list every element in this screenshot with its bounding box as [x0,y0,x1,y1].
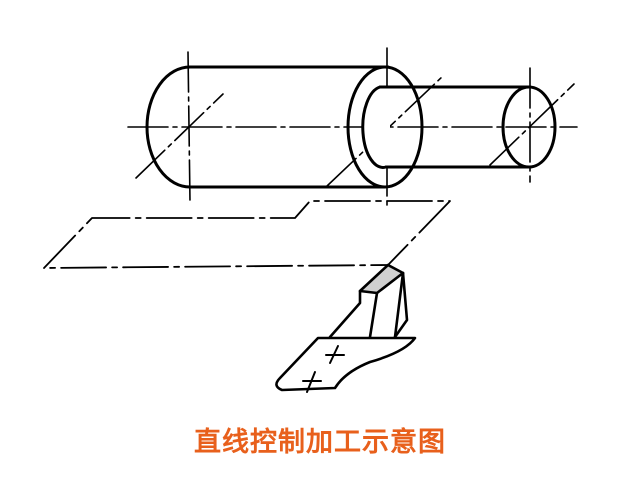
small-cylinder-left-arc [361,85,392,169]
small-cylinder [361,85,557,169]
large-cylinder [145,65,424,189]
diagonal-centerline-right [489,83,575,166]
tool-body-inner [368,291,379,339]
cross-marks [302,345,345,393]
tool-body-left [328,289,362,339]
plane-outline [43,200,451,269]
cutting-tool [275,263,417,393]
tool-body-edge [393,271,405,339]
large-cylinder-right-face [346,65,424,189]
center-lines [127,47,578,206]
tool-body-right [393,271,409,339]
small-cylinder-right-face [501,85,557,169]
cutting-plane [43,200,451,269]
large-cylinder-left-arc [145,65,192,189]
diagonal-centerline-left [135,93,224,179]
tool-tip-face [358,263,405,295]
diagram-caption: 直线控制加工示意图 [194,427,446,458]
tool-shank [275,336,417,392]
